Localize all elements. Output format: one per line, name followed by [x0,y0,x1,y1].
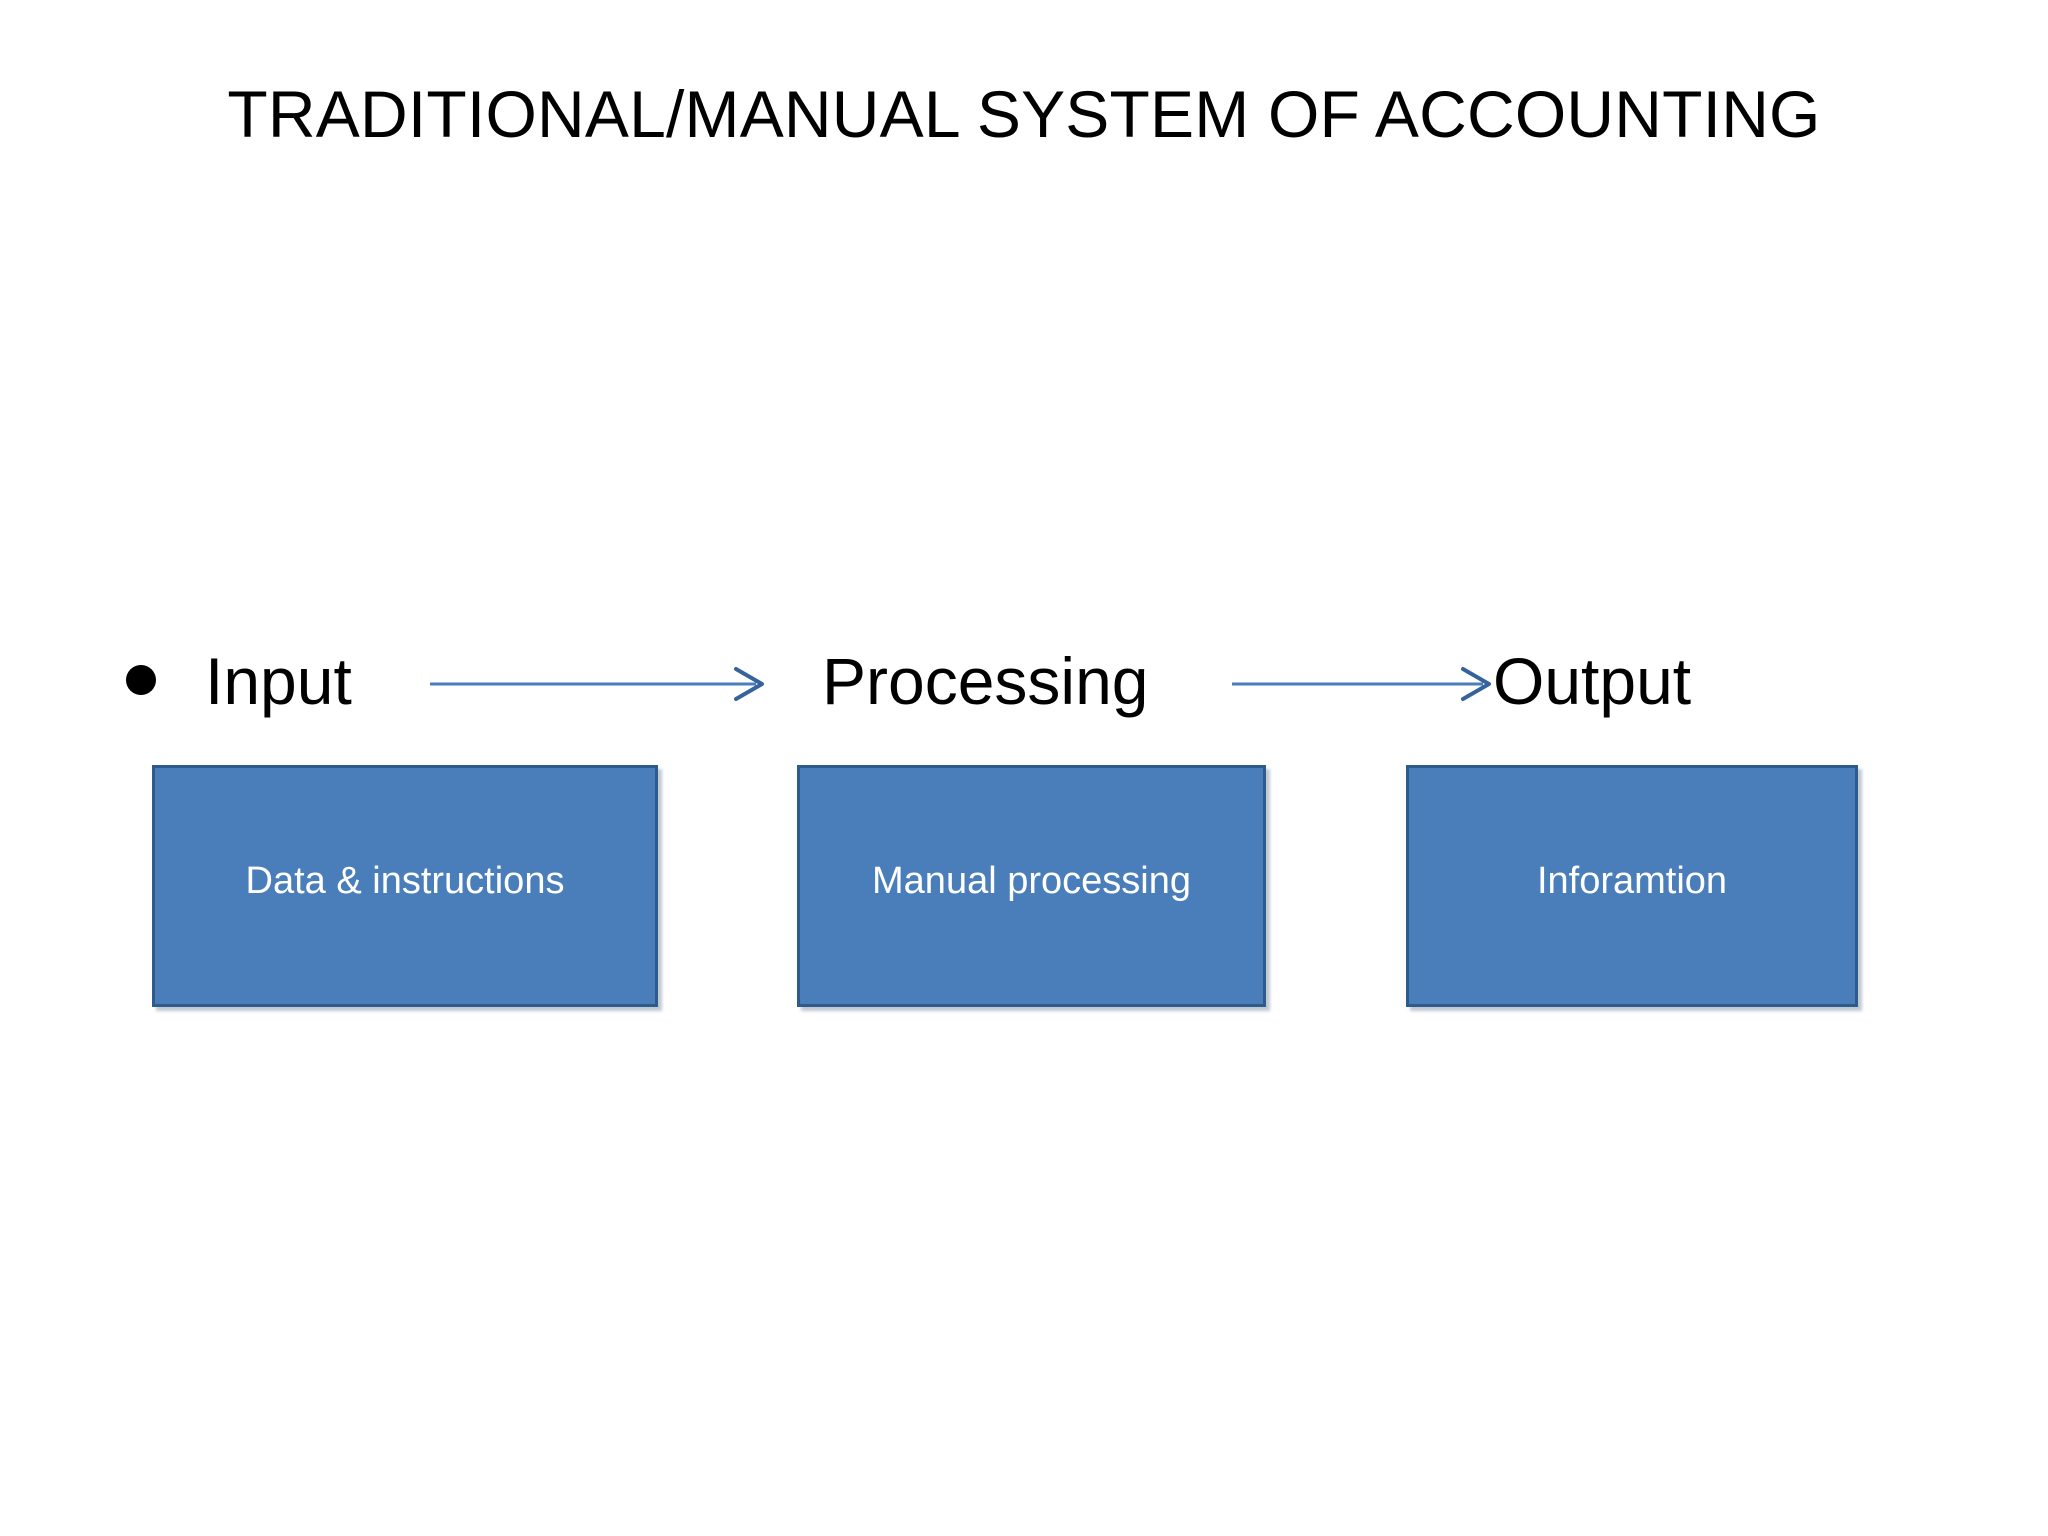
stage-label-input: Input [205,644,352,718]
stage-box-output: Inforamtion [1406,765,1858,1007]
stage-box-label-output: Inforamtion [1536,860,1728,903]
arrow-processing-to-output-icon [1232,664,1497,704]
stage-label-processing: Processing [822,644,1149,718]
bullet-dot-icon [126,665,156,695]
arrow-input-to-processing-icon [430,664,770,704]
page-title: TRADITIONAL/MANUAL SYSTEM OF ACCOUNTING [227,77,1821,151]
stage-box-label-processing: Manual processing [872,860,1191,903]
stage-box-input: Data & instructions [152,765,658,1007]
stage-box-processing: Manual processing [797,765,1266,1007]
stage-box-label-input: Data & instructions [245,860,565,903]
stage-label-output: Output [1493,644,1692,718]
